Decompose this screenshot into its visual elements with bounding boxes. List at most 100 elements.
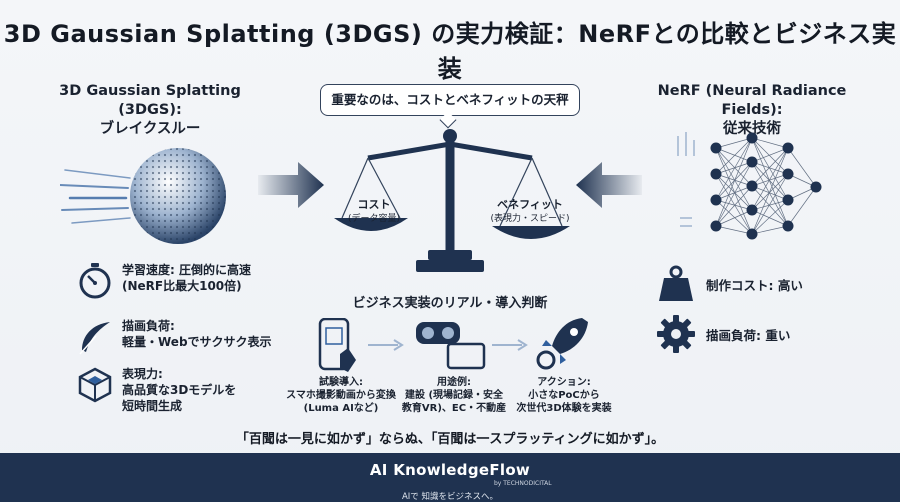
footer-brand: AI KnowledgeFlow: [369, 461, 531, 479]
step1-line1: 試験導入:: [319, 377, 363, 388]
network-node: [782, 168, 794, 180]
closing-quote: 「百聞は一見に如かず」ならぬ、「百聞は一スプラッティングに如かず」。: [235, 432, 665, 447]
network-edge: [715, 147, 753, 211]
left-heading-line2: ブレイクスルー: [99, 121, 201, 137]
network-node: [810, 181, 822, 193]
right-heading: NeRF (Neural Radiance Fields): 従来技術: [632, 82, 872, 139]
network-edge: [751, 199, 789, 211]
gear-icon: [657, 315, 695, 353]
feature-speed-line1: 学習速度: 圧倒的に高速: [122, 263, 251, 277]
network-edge: [751, 173, 789, 211]
feature-expr-line3: 短時間生成: [122, 399, 183, 413]
right-heading-line1: NeRF (Neural Radiance Fields):: [657, 83, 847, 118]
footer-tagline: AIで 知識をビジネスへ。: [401, 492, 499, 502]
flow-title: ビジネス実装のリアル・導入判断: [352, 296, 548, 311]
network-edge: [751, 147, 789, 235]
left-pan-label: コスト (データ容量): [336, 198, 412, 226]
network-edge: [751, 199, 789, 235]
network-edge: [715, 209, 753, 227]
network-node: [746, 132, 758, 144]
network-edge: [751, 161, 789, 201]
arrow-right-icon: [258, 162, 324, 208]
feature-production-cost: 制作コスト: 高い: [656, 264, 803, 304]
feature-speed: 学習速度: 圧倒的に高速 (NeRF比最大100倍): [76, 262, 251, 300]
network-edge: [715, 185, 753, 227]
network-edge: [715, 137, 753, 201]
feature-expr-line1: 表現力:: [122, 367, 163, 381]
network-edge: [715, 199, 753, 211]
network-edge: [751, 173, 789, 235]
network-node: [710, 168, 722, 180]
left-pan-title: コスト: [357, 198, 391, 211]
step1-line2: スマホ撮影動画から変換: [286, 390, 396, 401]
network-edge: [751, 137, 789, 227]
footer-bar: AI KnowledgeFlow by TECHNODICITAL AIで 知識…: [0, 453, 900, 502]
network-edge: [787, 186, 817, 227]
arrow-left-icon: [576, 162, 642, 208]
right-pan-sub: (表現力・スピード): [490, 214, 570, 224]
left-heading-line1: 3D Gaussian Splatting (3DGS):: [59, 83, 241, 118]
stopwatch-icon: [79, 263, 111, 299]
network-node: [782, 142, 794, 154]
step2-line1: 用途例:: [437, 377, 471, 388]
flow-step-usecase: 用途例: 建設 (現場記録・安全 教育VR)、EC・不動産: [394, 376, 514, 415]
network-edge: [715, 173, 753, 235]
network-edge: [715, 161, 753, 175]
network-edge: [715, 137, 753, 149]
left-pan-sub: (データ容量): [347, 214, 401, 224]
flow-arrow-2: [492, 339, 528, 351]
feature-speed-line2: (NeRF比最大100倍): [122, 279, 242, 293]
network-edge: [751, 185, 789, 227]
network-edge: [751, 173, 789, 187]
network-edge: [715, 199, 753, 235]
network-edge: [715, 173, 753, 187]
footer-by: by TECHNODICITAL: [494, 480, 552, 487]
step2-line3: 教育VR)、EC・不動産: [401, 403, 507, 414]
network-edge: [751, 161, 789, 227]
feather-icon: [79, 322, 110, 355]
network-edge: [751, 147, 789, 187]
network-edge: [715, 173, 753, 211]
step3-line1: アクション:: [537, 377, 591, 388]
right-heading-line2: 従来技術: [723, 121, 781, 137]
network-node: [746, 156, 758, 168]
page-title: 3D Gaussian Splatting (3DGS) の実力検証：NeRFと…: [3, 20, 897, 83]
network-edge: [715, 225, 753, 235]
network-edge: [715, 147, 753, 187]
network-edge: [751, 185, 789, 201]
feature-heavy-render: 描画負荷: 重い: [656, 314, 790, 354]
callout-box: 重要なのは、コストとベネフィットの天秤: [320, 84, 580, 116]
feature-cost-text: 制作コスト: 高い: [706, 277, 803, 293]
right-pan-title: ベネフィット: [497, 198, 563, 211]
network-edge: [715, 185, 753, 201]
network-node: [746, 228, 758, 240]
cube-icon: [78, 367, 112, 403]
network-node: [746, 204, 758, 216]
feature-render-line1: 描画負荷:: [122, 319, 175, 333]
network-node: [710, 142, 722, 154]
network-edge: [715, 137, 753, 227]
network-edge: [751, 161, 789, 175]
feature-render-line2: 軽量・Webでサクサク表示: [122, 335, 272, 349]
step1-line3: (Luma AIなど): [303, 403, 379, 414]
left-heading: 3D Gaussian Splatting (3DGS): ブレイクスルー: [40, 82, 260, 139]
gaussian-sphere-icon: [60, 148, 226, 244]
feature-render-load: 描画負荷: 軽量・Webでサクサク表示: [76, 318, 272, 356]
smartphone-icon: [318, 318, 356, 372]
step3-line2: 小さなPoCから: [528, 390, 600, 401]
network-edge: [751, 137, 789, 175]
rocket-icon: [536, 318, 588, 370]
network-edge: [751, 147, 789, 163]
balance-scale-icon: [334, 129, 570, 272]
step3-line3: 次世代3D体験を実装: [516, 403, 612, 414]
neural-network-icon: [677, 132, 822, 240]
network-edge: [787, 147, 817, 188]
network-node: [746, 180, 758, 192]
right-pan-label: ベネフィット (表現力・スピード): [488, 198, 572, 226]
network-edge: [715, 147, 753, 235]
network-edge: [751, 147, 789, 211]
vr-headset-icon: [416, 322, 486, 370]
network-node: [710, 194, 722, 206]
feature-heavy-text: 描画負荷: 重い: [706, 327, 791, 343]
network-edge: [751, 137, 789, 201]
